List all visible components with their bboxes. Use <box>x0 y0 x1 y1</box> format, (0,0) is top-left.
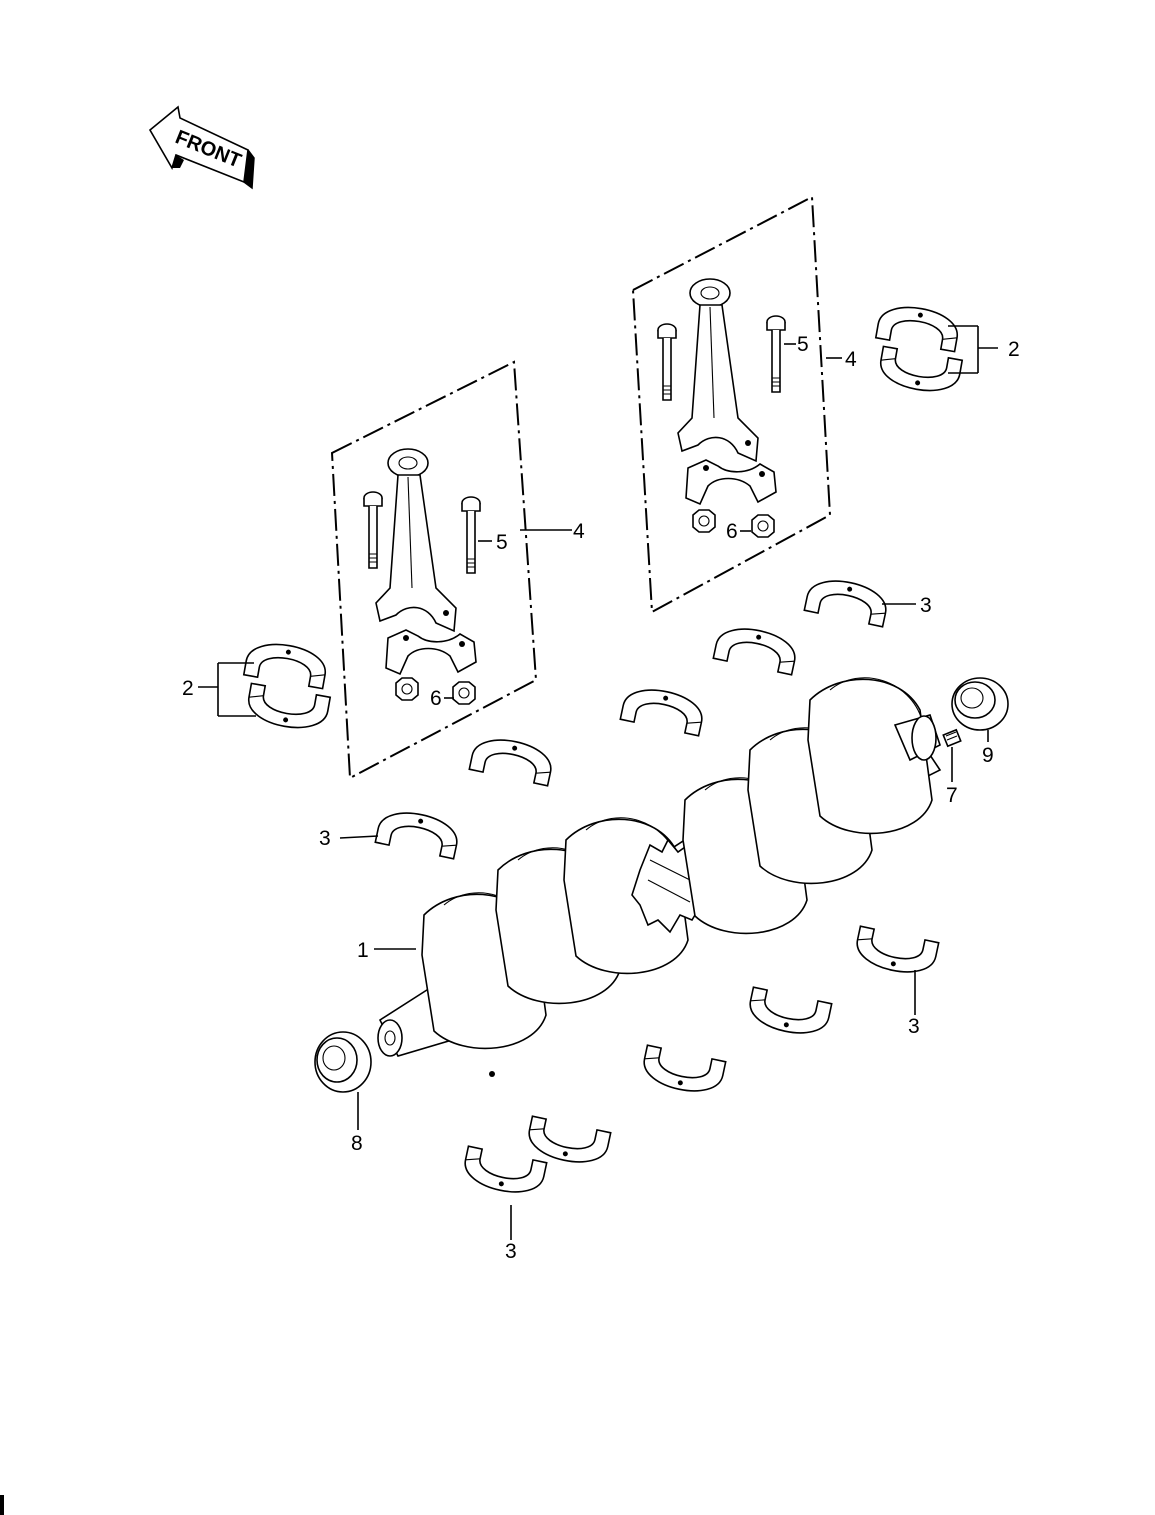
main-bearing-upper-4 <box>712 621 800 676</box>
rod-bearing-pair-right <box>874 300 964 398</box>
callout-2-left: 2 <box>182 677 194 700</box>
rod-nut-left-b <box>452 681 476 705</box>
main-bearing-lower-1 <box>460 1145 548 1200</box>
rod-nut-right-b <box>751 514 775 538</box>
callout-6-left: 6 <box>430 687 442 710</box>
main-bearing-upper-1 <box>374 805 462 860</box>
rod-bolt-right-b <box>766 315 786 393</box>
callout-8: 8 <box>351 1132 363 1155</box>
main-bearing-upper-5 <box>803 573 891 628</box>
main-bearing-upper-3 <box>619 682 707 737</box>
callout-1: 1 <box>357 939 369 962</box>
rod-bearing-pair-left <box>242 637 332 735</box>
rod-nut-left-a <box>395 677 419 701</box>
page-margin-mark <box>0 1495 4 1515</box>
con-rod-assembly-frame-right <box>631 195 832 614</box>
callout-2-right: 2 <box>1008 338 1020 361</box>
connecting-rod-left <box>375 448 457 632</box>
callout-4-right: 4 <box>845 348 857 371</box>
oil-seal-rear <box>951 677 1009 731</box>
main-bearing-lower-3 <box>639 1044 727 1099</box>
rod-bolt-left-b <box>461 496 481 574</box>
oil-seal-front <box>314 1031 372 1093</box>
callout-4-left: 4 <box>573 520 585 543</box>
callout-3-upper-left: 3 <box>319 827 331 850</box>
rod-nut-right-a <box>692 509 716 533</box>
connecting-rod-right <box>677 278 759 462</box>
callout-3-upper-right: 3 <box>920 594 932 617</box>
rod-cap-right <box>685 459 777 505</box>
callout-6-right: 6 <box>726 520 738 543</box>
callout-3-lower-right: 3 <box>908 1015 920 1038</box>
main-bearing-upper-2 <box>468 732 556 787</box>
callout-3-lower-left: 3 <box>505 1240 517 1263</box>
callout-9: 9 <box>982 744 994 767</box>
main-bearing-lower-5 <box>852 925 940 980</box>
callout-7: 7 <box>946 784 958 807</box>
callout-5-left: 5 <box>496 531 508 554</box>
crankshaft-pin <box>942 728 962 748</box>
rod-bolt-right-a <box>657 323 677 401</box>
rod-cap-left <box>385 629 477 675</box>
main-bearing-lower-4 <box>745 986 833 1041</box>
con-rod-assembly-frame-left <box>330 360 538 780</box>
crankshaft <box>377 676 942 1077</box>
front-arrow-icon <box>148 105 255 190</box>
rod-bolt-left-a <box>363 491 383 569</box>
leader-lines <box>198 325 998 1240</box>
callout-5-right: 5 <box>797 333 809 356</box>
